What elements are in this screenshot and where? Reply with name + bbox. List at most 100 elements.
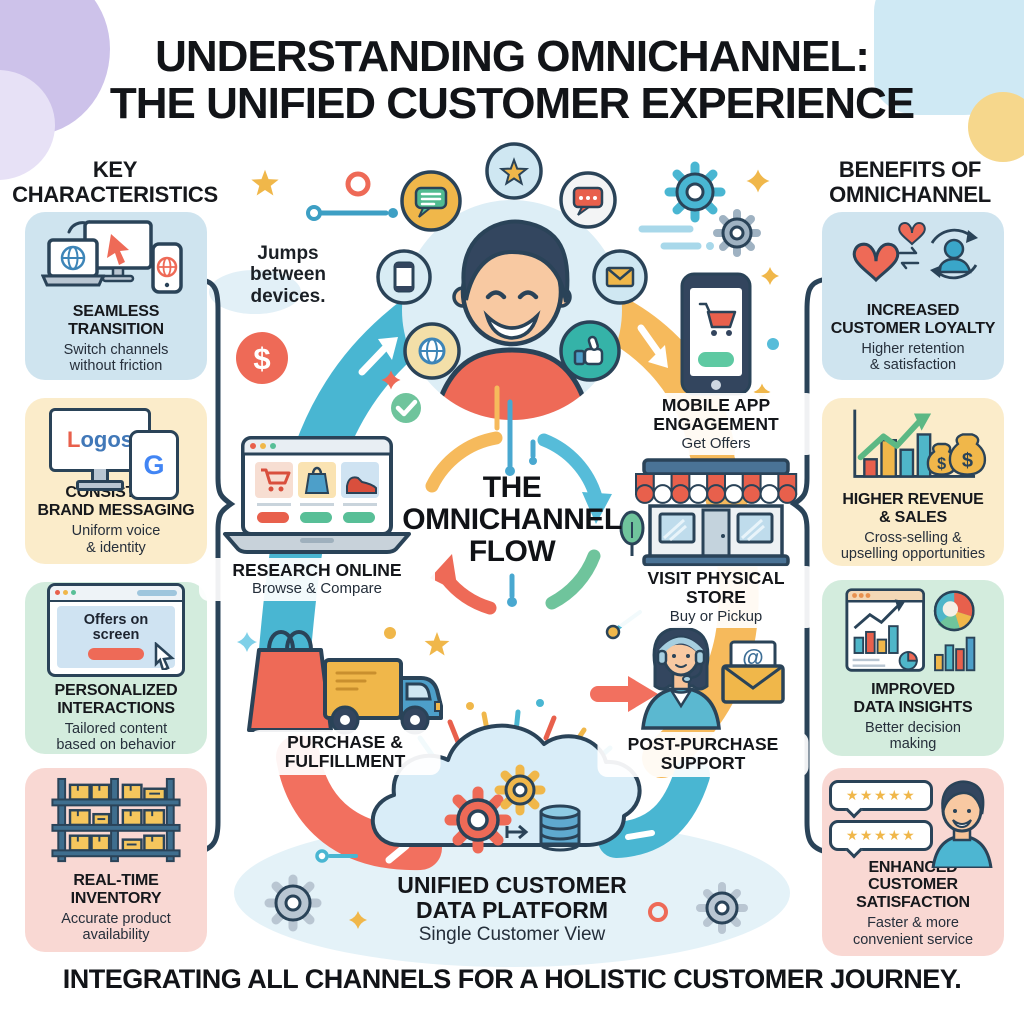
stage-subtitle: Get Offers [681,434,751,452]
platform-subtitle: Single Customer View [418,923,606,945]
card-title: SEAMLESS TRANSITION [68,302,164,338]
card-title: PERSONALIZED INTERACTIONS [54,681,178,717]
stage-title: PURCHASE & FULFILLMENT [284,732,406,772]
review-bubble: ★★★★★ [829,780,933,811]
storefront-icon [619,458,798,567]
decorations: $ [236,161,779,934]
check-badge-icon [391,393,421,423]
browser-address-bar [137,589,177,596]
card-subtitle: Switch channels without friction [63,341,169,374]
card-subtitle: Better decision making [865,719,961,752]
gear-decor-bottom-right [696,882,748,934]
platform-title: UNIFIED CUSTOMER DATA PLATFORM [397,872,627,924]
unified-data-platform-label: UNIFIED CUSTOMER DATA PLATFORM Single Cu… [369,870,655,948]
card-personalized-interactions: Offers on screen PERSONALIZED INTERACTIO… [25,582,207,754]
stage-title: RESEARCH ONLINE [232,560,402,580]
svg-text:$: $ [937,455,946,473]
data-platform-cloud-icon [370,699,642,854]
cloud-decor-blob [209,270,301,314]
gear-decor-top-right [664,161,761,257]
svg-text:$: $ [962,450,973,472]
browser-header [50,585,182,602]
stage-visit-store: VISIT PHYSICAL STORE Buy or Pickup [615,566,817,628]
database-icon [539,804,581,852]
footer-tagline: INTEGRATING ALL CHANNELS FOR A HOLISTIC … [62,964,962,994]
email-orbit-icon [592,249,648,305]
five-stars-icon: ★★★★★ [845,827,917,844]
satisfaction-icon: ★★★★★ ★★★★★ [829,776,997,868]
card-title: IMPROVED DATA INSIGHTS [853,680,973,716]
card-subtitle: Faster & more convenient service [852,915,974,948]
review-bubble: ★★★★★ [829,820,933,851]
data-insights-icon [838,584,988,676]
customer-avatar [402,200,622,420]
browser-dot [55,590,60,596]
card-title: INCREASED CUSTOMER LOYALTY [830,301,996,337]
card-subtitle: Tailored content based on behavior [56,720,176,753]
card-realtime-inventory: REAL-TIME INVENTORY Accurate product ava… [25,768,207,952]
stage-post-purchase-support: POST-PURCHASE SUPPORT [597,732,809,777]
svg-text:@: @ [742,645,763,670]
customer-loyalty-icon [838,219,988,297]
inventory-shelf-icon [42,777,190,867]
card-title: REAL-TIME INVENTORY [70,871,162,907]
page-title: UNDERSTANDING OMNICHANNEL: THE UNIFIED C… [109,32,915,128]
gear-decor-bottom-left [264,874,322,932]
star-orbit-icon [485,142,543,200]
dollar-badge-icon: $ [236,332,288,384]
stage-purchase-fulfillment: PURCHASE & FULFILLMENT [249,730,441,775]
dot-connectors [507,439,537,607]
left-column-heading: KEY CHARACTERISTICS [12,157,218,207]
offers-browser-icon: Offers on screen [47,582,185,677]
stage-subtitle: Browse & Compare [251,580,383,598]
brand-screen-text: Logos [66,427,133,452]
avatar-connector [505,399,515,476]
stage-mobile-app: MOBILE APP ENGAGEMENT Get Offers [615,393,817,455]
brand-phone: G [129,430,179,500]
stage-title: VISIT PHYSICAL STORE [647,568,785,608]
stage-subtitle: Buy or Pickup [669,607,763,625]
stage-title: MOBILE APP ENGAGEMENT [653,395,779,435]
flow-band-cloud-to-support [598,757,710,858]
card-higher-revenue: $ $ HIGHER REVENUE & SALES Cross-selling… [822,398,1004,566]
card-title: HIGHER REVENUE & SALES [842,490,984,526]
offer-button [88,648,144,661]
revenue-growth-icon: $ $ [838,402,988,486]
phone-orbit-icon [376,249,432,305]
web-orbit-icon [403,322,461,380]
card-subtitle: Uniform voice & identity [71,523,161,556]
jumps-between-devices-note: Jumps between devices. [249,243,327,307]
card-brand-messaging: Logos G CONSISTENT BRAND MESSAGING Unifo… [25,398,207,564]
multi-device-icon [41,218,191,298]
card-seamless-transition: SEAMLESS TRANSITION Switch channels with… [25,212,207,380]
brand-screens-icon: Logos G [41,406,191,500]
google-g-icon: G [143,449,165,480]
card-data-insights: IMPROVED DATA INSIGHTS Better decision m… [822,580,1004,756]
five-stars-icon: ★★★★★ [845,787,917,804]
support-email-icon: @ [721,640,785,704]
card-subtitle: Accurate product availability [61,910,171,943]
card-customer-loyalty: INCREASED CUSTOMER LOYALTY Higher retent… [822,212,1004,380]
card-enhanced-satisfaction: ★★★★★ ★★★★★ ENHANCED CUSTOMER SATISFACTI… [822,768,1004,956]
flow-title: THE OMNICHANNEL FLOW [402,471,622,569]
card-subtitle: Higher retention & satisfaction [861,340,965,373]
card-subtitle: Cross-selling & upselling opportunities [840,529,986,562]
offers-screen-text: Offers on screen [83,612,149,644]
right-column-heading: BENEFITS OF OMNICHANNEL [829,157,991,207]
mobile-app-phone-icon [680,272,752,396]
support-agent-icon [641,626,721,730]
support-arrow [590,676,658,712]
cursor-icon [154,641,175,670]
svg-text:$: $ [253,341,270,376]
purchase-bag-truck-icon [247,630,443,735]
browser-dot [63,590,68,596]
browser-dot [71,590,76,596]
sms-orbit-icon [559,171,617,229]
right-brace [789,277,826,854]
offers-browser-window: Offers on screen [47,582,185,677]
research-laptop-icon [223,436,411,554]
flow-cycle-arcs [425,431,612,615]
stage-research-online: RESEARCH ONLINE Browse & Compare [199,558,435,601]
